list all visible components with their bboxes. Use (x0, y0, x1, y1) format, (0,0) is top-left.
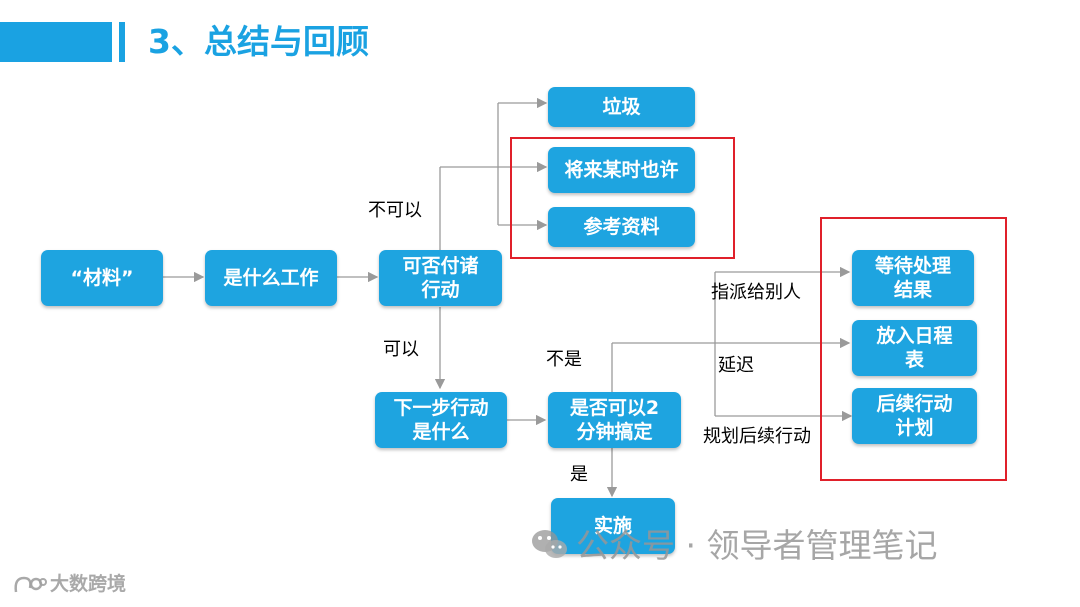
label-defer: 延迟 (718, 355, 754, 376)
wechat-icon (532, 530, 567, 558)
node-do-it: 实施 (551, 498, 675, 554)
node-waiting: 等待处理 结果 (852, 250, 974, 306)
label-actionable: 可以 (383, 339, 419, 360)
node-schedule: 放入日程 表 (852, 320, 977, 376)
label-plan: 规划后续行动 (703, 426, 811, 447)
node-actionable: 可否付诸 行动 (379, 250, 502, 306)
node-two-minutes: 是否可以2 分钟搞定 (548, 392, 681, 448)
corner-logo-icon (14, 576, 47, 593)
label-delegate: 指派给别人 (711, 282, 801, 303)
label-yes: 是 (570, 464, 588, 485)
node-follow-up: 后续行动 计划 (852, 388, 977, 444)
highlight-box-deferred (820, 217, 1007, 481)
node-next-action: 下一步行动 是什么 (375, 392, 507, 448)
page-title: 3、总结与回顾 (148, 22, 369, 61)
header-bar (0, 22, 112, 62)
node-someday: 将来某时也许 (548, 147, 695, 193)
label-not: 不是 (546, 349, 582, 370)
node-trash: 垃圾 (548, 87, 695, 127)
highlight-box-nonactionable (510, 137, 735, 259)
node-material: “材料” (41, 250, 163, 306)
node-what-is-it: 是什么工作 (205, 250, 337, 306)
watermark-text: 公众号 · 领导者管理笔记 (576, 526, 938, 565)
header-separator (119, 22, 125, 62)
node-reference: 参考资料 (548, 207, 695, 247)
corner-watermark: 大数跨境 (50, 573, 127, 595)
label-not-actionable: 不可以 (368, 200, 422, 221)
